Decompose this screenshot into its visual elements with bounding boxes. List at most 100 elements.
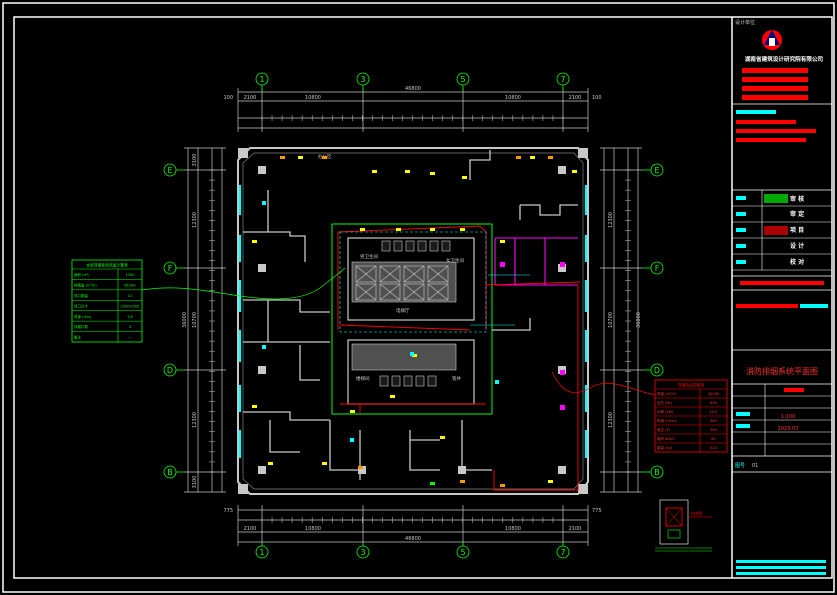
table-cell-label: 功率 (kW): [657, 409, 674, 414]
smoke-vent-marker: [322, 156, 327, 159]
inner-border: [13, 16, 833, 579]
column: [578, 148, 588, 158]
smoke-vent-marker: [460, 480, 465, 483]
table-cell-value: 1000×500: [121, 304, 140, 308]
axis-label-right-B: B: [654, 468, 660, 477]
table-cell-label: 重量 (kg): [657, 445, 673, 450]
red-block: [742, 86, 808, 91]
axis-label-left-B: B: [167, 468, 173, 477]
table-cell-label: 风量 (m³/h): [657, 391, 677, 396]
footer-cyan-bars: [736, 560, 826, 575]
bottom-axis-bubbles: [255, 542, 570, 559]
smoke-vent-marker: [572, 170, 577, 173]
smoke-vent-marker: [252, 405, 257, 408]
smoke-vent-marker: [530, 156, 535, 159]
table-cell-label: 电压 (V): [657, 427, 671, 432]
axis-label-bottom-1: 1: [259, 548, 264, 557]
smoke-vent-marker: [350, 410, 355, 413]
dim-edge-top-right: 100: [592, 95, 602, 101]
left-dimension-ticks: [209, 169, 215, 473]
label-stair: 楼梯间: [356, 375, 370, 382]
dim-span-b: 10800: [305, 95, 321, 101]
table-cell-label: 面积 (m²): [74, 272, 90, 277]
magenta-markers: [500, 262, 565, 410]
roles-cyan-marks: [736, 196, 746, 264]
core-outline: [331, 223, 493, 415]
core-upper: [347, 237, 475, 321]
axis-label-right-F: F: [655, 264, 660, 273]
interior-walls: [243, 150, 578, 480]
dim-edge-top-left: 100: [223, 95, 233, 101]
right-dimensions: [600, 147, 642, 493]
bottom-dimension-ticks: [261, 517, 564, 523]
label-toilet-right: 女卫生间: [446, 257, 464, 264]
smoke-vent-marker: [462, 176, 467, 179]
smoke-vents: [252, 156, 577, 487]
design-unit-label: 设计单位: [735, 19, 755, 26]
table-cell-value: 42000: [708, 392, 719, 396]
table-cell-label: 风口数量: [74, 293, 88, 298]
table-cell-label: 排烟量 (m³/h): [74, 283, 97, 288]
red-block: [742, 95, 808, 100]
dim-side-c-right: 12300: [608, 412, 614, 428]
dim-bottom-span-a: 2100: [244, 526, 257, 532]
dim-bottom-span-d: 2100: [569, 526, 582, 532]
drawing-no: 01: [752, 463, 758, 469]
top-dimensions: [237, 88, 589, 132]
cyan-block: [736, 424, 750, 428]
detail-view: 大样图: [655, 499, 712, 552]
toilet-cubicles: [379, 240, 451, 387]
signature-highlight: [764, 226, 788, 235]
axis-label-bottom-3: 3: [360, 548, 365, 557]
table-cell-value: 960: [710, 419, 717, 423]
dim-total-top: 46800: [405, 86, 421, 92]
elevator-shafts: [355, 265, 449, 301]
cyan-block: [736, 412, 750, 416]
table-cell-value: 3.8: [127, 315, 133, 319]
table-cell-label: 风口尺寸: [74, 303, 88, 308]
door-markers: [262, 201, 499, 442]
core-dashed: [339, 231, 487, 333]
dim-side-b-right: 10700: [608, 312, 614, 328]
smoke-vent-marker: [500, 484, 505, 487]
smoke-vent-marker: [430, 172, 435, 175]
smoke-vent-marker: [396, 228, 401, 231]
smoke-vent-marker: [548, 480, 553, 483]
role-1: 审 定: [790, 210, 804, 218]
table-cell-value: 15.0: [710, 410, 718, 414]
red-block: [736, 120, 796, 124]
table-cell-label: 备注: [74, 335, 81, 340]
annotation-lines: [470, 274, 530, 326]
dim-edge-bottom-left: 775: [223, 508, 233, 514]
red-block: [736, 138, 806, 142]
info-grid: [732, 384, 832, 456]
smoke-vent-marker: [460, 228, 465, 231]
role-0: 审 核: [790, 195, 804, 203]
smoke-vent-marker: [360, 228, 365, 231]
right-table-header: 排烟风机参数表: [678, 383, 705, 388]
smoke-vent-marker: [298, 156, 303, 159]
table-cell-value: 85: [711, 437, 715, 441]
smoke-vent-marker: [280, 156, 285, 159]
table-cell-value: —: [128, 336, 132, 340]
drawing-scale: 1:100: [781, 414, 795, 420]
left-axis-bubbles: [163, 163, 664, 479]
label-lift-hall: 电梯厅: [396, 307, 410, 314]
smoke-vent-marker: [548, 156, 553, 159]
smoke-vent-marker: [322, 462, 327, 465]
red-block: [784, 388, 804, 392]
floor-plan: 男卫生间 女卫生间 电梯厅 楼梯间 管井 办公区: [237, 147, 589, 495]
dim-span-a: 2100: [244, 95, 257, 101]
column: [238, 148, 248, 158]
top-axis-bubbles: [255, 72, 570, 92]
left-table-leader: [141, 267, 346, 300]
left-table-header: 本层排烟系统风量计算表: [86, 263, 128, 268]
dim-bottom-span-b: 10800: [305, 526, 321, 532]
right-dimension-ticks: [625, 169, 631, 473]
smoke-vent-marker: [372, 170, 377, 173]
dim-side-a-left: 12300: [192, 212, 198, 228]
smoke-vent-marker: [252, 240, 257, 243]
roles-grid: [732, 190, 832, 271]
